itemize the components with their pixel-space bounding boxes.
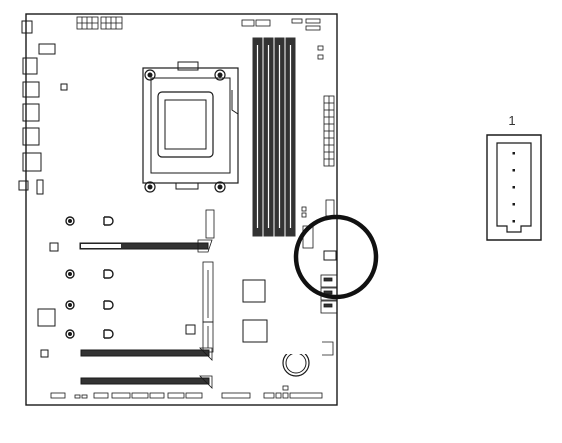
cpu-power-connectors	[76, 16, 123, 30]
sata-connectors	[320, 274, 338, 314]
rear-io-ports	[18, 20, 68, 195]
pin-5	[512, 220, 515, 223]
top-right-headers	[241, 18, 324, 60]
bottom-headers	[50, 385, 323, 399]
m2-standoffs	[103, 216, 114, 339]
atx-power-connector	[323, 95, 335, 167]
pin-1-label: 1	[508, 113, 516, 128]
pcie-slots	[79, 239, 213, 389]
connector-diagram	[486, 134, 542, 241]
pin-3	[512, 186, 515, 189]
cpu-socket	[142, 61, 239, 193]
chipset	[242, 279, 266, 303]
connector-pins	[512, 152, 515, 223]
highlighted-fan-header	[323, 250, 337, 261]
small-components-left	[37, 242, 196, 358]
mounting-holes	[65, 216, 75, 339]
board-outline	[25, 13, 338, 406]
callout-circle	[293, 214, 379, 300]
motherboard-layout	[18, 13, 338, 406]
controller-chip	[242, 319, 268, 343]
pin-2	[512, 169, 515, 172]
pin-1	[512, 152, 515, 155]
pin-4	[512, 203, 515, 206]
m2-slots	[202, 209, 215, 353]
cmos-battery	[282, 348, 310, 377]
